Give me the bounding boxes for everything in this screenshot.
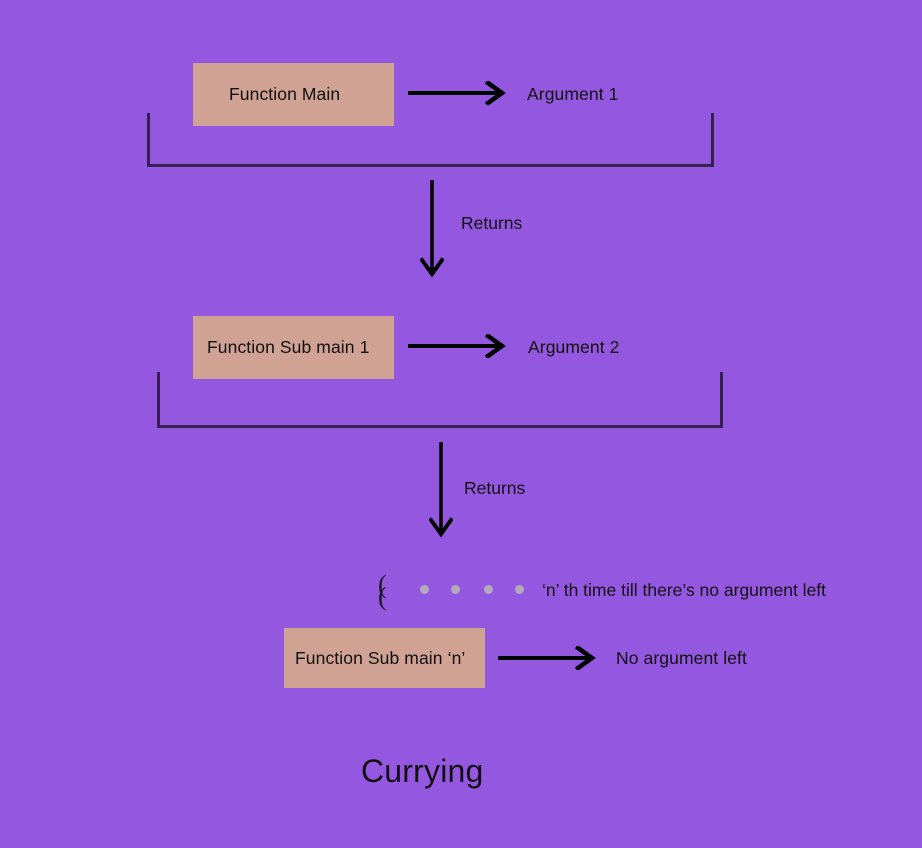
- arrow-right-argument-1-icon: [408, 81, 506, 105]
- function-box-main: Function Main: [193, 63, 394, 126]
- arrow-down-returns-2-icon: [429, 442, 453, 538]
- argument-2-label: Argument 2: [528, 337, 620, 357]
- ellipsis-dot-2-icon: [451, 585, 460, 594]
- returns-label-2: Returns: [464, 478, 526, 498]
- no-argument-left-label: No argument left: [616, 648, 747, 668]
- return-bracket-1: [147, 113, 714, 167]
- function-box-main-label: Function Main: [229, 84, 341, 104]
- ellipsis-dot-3-icon: [484, 585, 493, 594]
- function-box-sub-main-1: Function Sub main 1: [193, 316, 394, 379]
- function-box-sub-main-n: Function Sub main ‘n’: [284, 628, 485, 688]
- diagram-title: Currying: [361, 753, 484, 789]
- arrow-right-no-argument-icon: [498, 646, 596, 670]
- returns-label-1: Returns: [461, 213, 523, 233]
- ellipsis-note-label: ‘n’ th time till there’s no argument lef…: [542, 580, 827, 600]
- arrow-down-returns-1-icon: [420, 180, 444, 278]
- brace-top-mark: (: [378, 570, 387, 599]
- function-box-sub-main-1-label: Function Sub main 1: [207, 337, 370, 357]
- arrow-right-argument-2-icon: [408, 334, 506, 358]
- brace-bottom-mark: (: [378, 582, 387, 611]
- ellipsis-dot-1-icon: [420, 585, 429, 594]
- ellipsis-dot-4-icon: [515, 585, 524, 594]
- argument-1-label: Argument 1: [527, 84, 619, 104]
- return-bracket-2: [157, 372, 723, 428]
- function-box-sub-main-n-label: Function Sub main ‘n’: [295, 647, 466, 668]
